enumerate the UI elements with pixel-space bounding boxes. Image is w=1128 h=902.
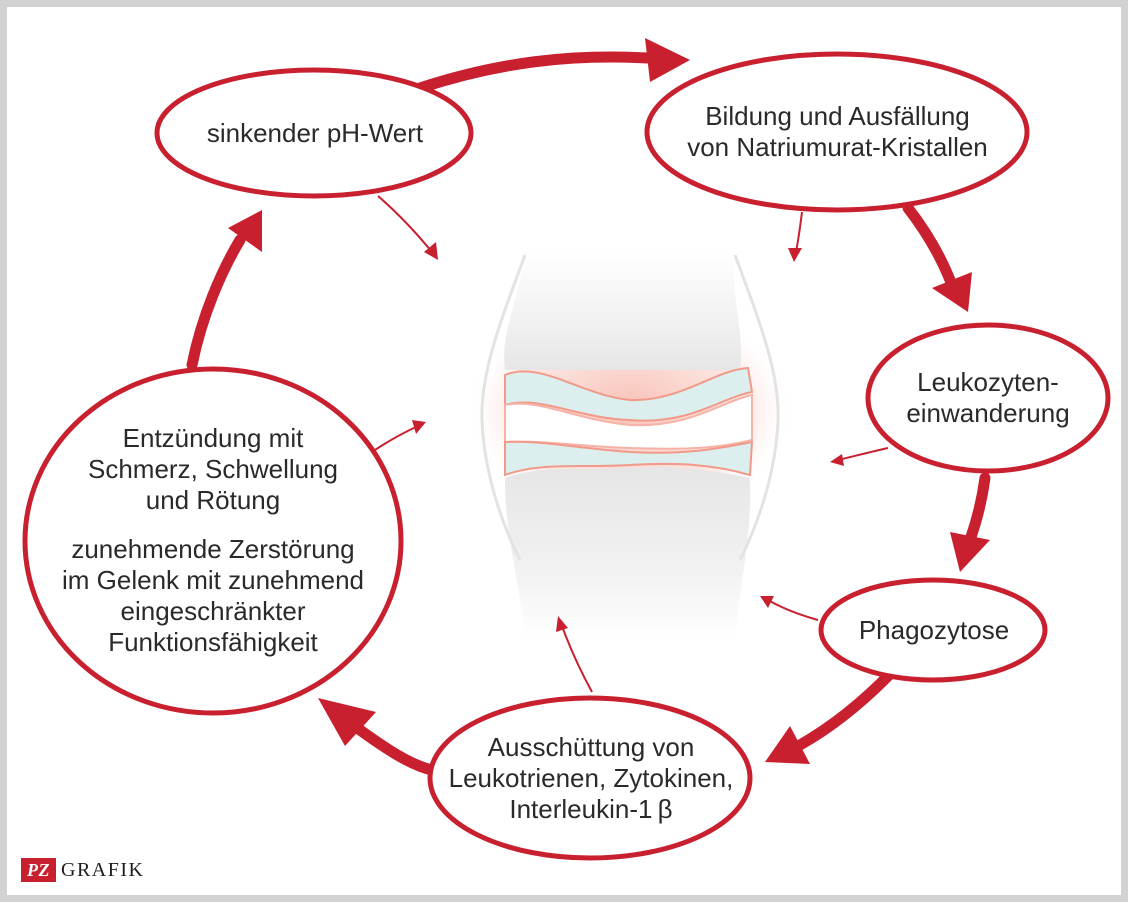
thin-arrowhead-phagocytosis — [760, 596, 774, 608]
upper-cartilage — [504, 366, 754, 422]
main-arrow-ph-to-crystals — [414, 51, 654, 94]
thin-arrowhead-inflammation — [412, 420, 426, 434]
node-ph-text: sinkender pH-Wert — [160, 100, 470, 166]
node-ph-ellipse — [154, 67, 474, 199]
node-release-line-3: Interleukin-1 β — [509, 793, 673, 824]
node-leukocytes-text: Leukozyten- einwanderung — [870, 360, 1106, 436]
pz-grafik-logo: PZ GRAFIK — [21, 858, 144, 882]
main-arrow-phagocytosis-to-release — [794, 666, 898, 751]
arrowhead-leukocytes-to-phagocytosis — [950, 532, 990, 572]
thin-arrowhead-ph — [424, 242, 438, 260]
arrowhead-phagocytosis-to-release — [765, 726, 810, 764]
joint-space — [504, 393, 753, 450]
arrowhead-inflammation-to-ph — [228, 210, 262, 252]
node-crystals-line-1: Bildung und Ausfällung — [705, 101, 970, 131]
main-arrow-release-to-inflammation — [354, 724, 438, 776]
main-arrow-inflammation-to-ph — [186, 234, 246, 371]
thin-arrowhead-leukocytes — [830, 454, 844, 466]
joint-capsule-right — [733, 254, 780, 561]
main-arrow-leukocytes-to-phagocytosis — [964, 472, 991, 546]
node-inflammation-line-5: im Gelenk mit zunehmend — [61, 564, 365, 595]
node-crystals-text: Bildung und Ausfällung von Natriumurat-K… — [650, 90, 1025, 174]
node-inflammation-text: Entzündung mit Schmerz, Schwellung und R… — [40, 405, 386, 675]
node-release-line-1: Ausschüttung von — [487, 731, 695, 762]
arrowhead-release-to-inflammation — [318, 698, 376, 746]
lower-cartilage — [504, 440, 754, 477]
node-inflammation-ellipse — [22, 366, 404, 716]
node-inflammation-line-3: und Rötung — [145, 484, 281, 515]
node-leukocytes-ellipse — [865, 322, 1111, 474]
node-inflammation-line-2: Schmerz, Schwellung — [88, 453, 338, 484]
node-inflammation-line-4: zunehmende Zerstörung — [71, 533, 355, 564]
lower-bone — [505, 467, 751, 640]
node-phagocytosis-line-1: Phagozytose — [858, 614, 1010, 645]
thin-arrow-ph-to-joint — [377, 195, 433, 253]
node-ph-line-1: sinkender pH-Wert — [206, 117, 424, 148]
arrowhead-crystals-to-leukocytes — [932, 272, 972, 312]
thin-arrow-release-to-joint — [561, 625, 593, 693]
node-phagocytosis-ellipse — [818, 577, 1048, 683]
node-crystals-ellipse — [644, 51, 1030, 213]
node-inflammation-line-1: Entzündung mit — [122, 422, 304, 453]
thin-arrowhead-release — [556, 616, 568, 632]
joint-illustration — [465, 250, 795, 640]
node-release-ellipse — [427, 695, 753, 861]
main-arrow-crystals-to-leukocytes — [902, 202, 956, 286]
node-release-text: Ausschüttung von Leukotrienen, Zytokinen… — [433, 728, 749, 828]
upper-bone — [504, 250, 742, 370]
thin-arrowhead-crystals — [788, 248, 802, 262]
thin-arrow-phagocytosis-to-joint — [767, 599, 819, 621]
node-inflammation-line-6: eingeschränkter — [120, 595, 306, 626]
node-crystals-line-2: von Natriumurat-Kristallen — [687, 132, 988, 162]
node-leukocytes-line-2: einwanderung — [906, 398, 1070, 428]
node-phagocytosis-text: Phagozytose — [823, 605, 1045, 655]
joint-capsule-left — [480, 254, 527, 561]
node-release-line-2: Leukotrienen, Zytokinen, — [448, 762, 734, 793]
arrowhead-ph-to-crystals — [645, 38, 690, 82]
logo-word: GRAFIK — [61, 858, 145, 881]
node-leukocytes-line-1: Leukozyten- — [917, 367, 1059, 397]
thin-arrow-leukocytes-to-joint — [837, 447, 889, 461]
node-inflammation-line-7: Funktionsfähigkeit — [108, 626, 318, 657]
logo-badge: PZ — [21, 858, 56, 882]
